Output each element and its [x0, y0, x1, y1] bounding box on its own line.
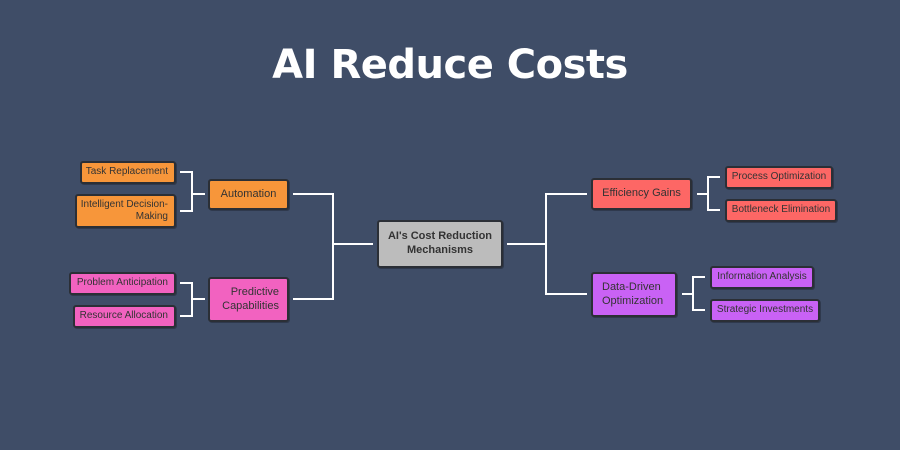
- node-process-optimization[interactable]: Process Optimization: [725, 166, 833, 189]
- connector-predictive-children: [180, 282, 205, 317]
- connector-left-branch: [293, 193, 373, 300]
- node-resource-allocation[interactable]: Resource Allocation: [73, 305, 176, 328]
- connector-datadriven-children: [682, 276, 705, 311]
- node-automation[interactable]: Automation: [208, 179, 289, 210]
- page-title: AI Reduce Costs: [272, 42, 628, 88]
- node-problem-anticipation[interactable]: Problem Anticipation: [69, 272, 176, 295]
- connector-efficiency-children: [697, 176, 720, 211]
- node-predictive-capabilities[interactable]: Predictive Capabilities: [208, 277, 289, 322]
- node-bottleneck-elimination[interactable]: Bottleneck Elimination: [725, 199, 837, 222]
- node-data-driven-optimization[interactable]: Data-Driven Optimization: [591, 272, 677, 317]
- connector-automation-children: [180, 171, 205, 212]
- node-efficiency-gains[interactable]: Efficiency Gains: [591, 178, 692, 210]
- connector-right-branch: [507, 193, 587, 295]
- center-node[interactable]: AI's Cost Reduction Mechanisms: [377, 220, 503, 268]
- node-strategic-investments[interactable]: Strategic Investments: [710, 299, 820, 322]
- node-intelligent-decision-making[interactable]: Intelligent Decision-Making: [75, 194, 176, 228]
- node-information-analysis[interactable]: Information Analysis: [710, 266, 814, 289]
- node-task-replacement[interactable]: Task Replacement: [80, 161, 176, 184]
